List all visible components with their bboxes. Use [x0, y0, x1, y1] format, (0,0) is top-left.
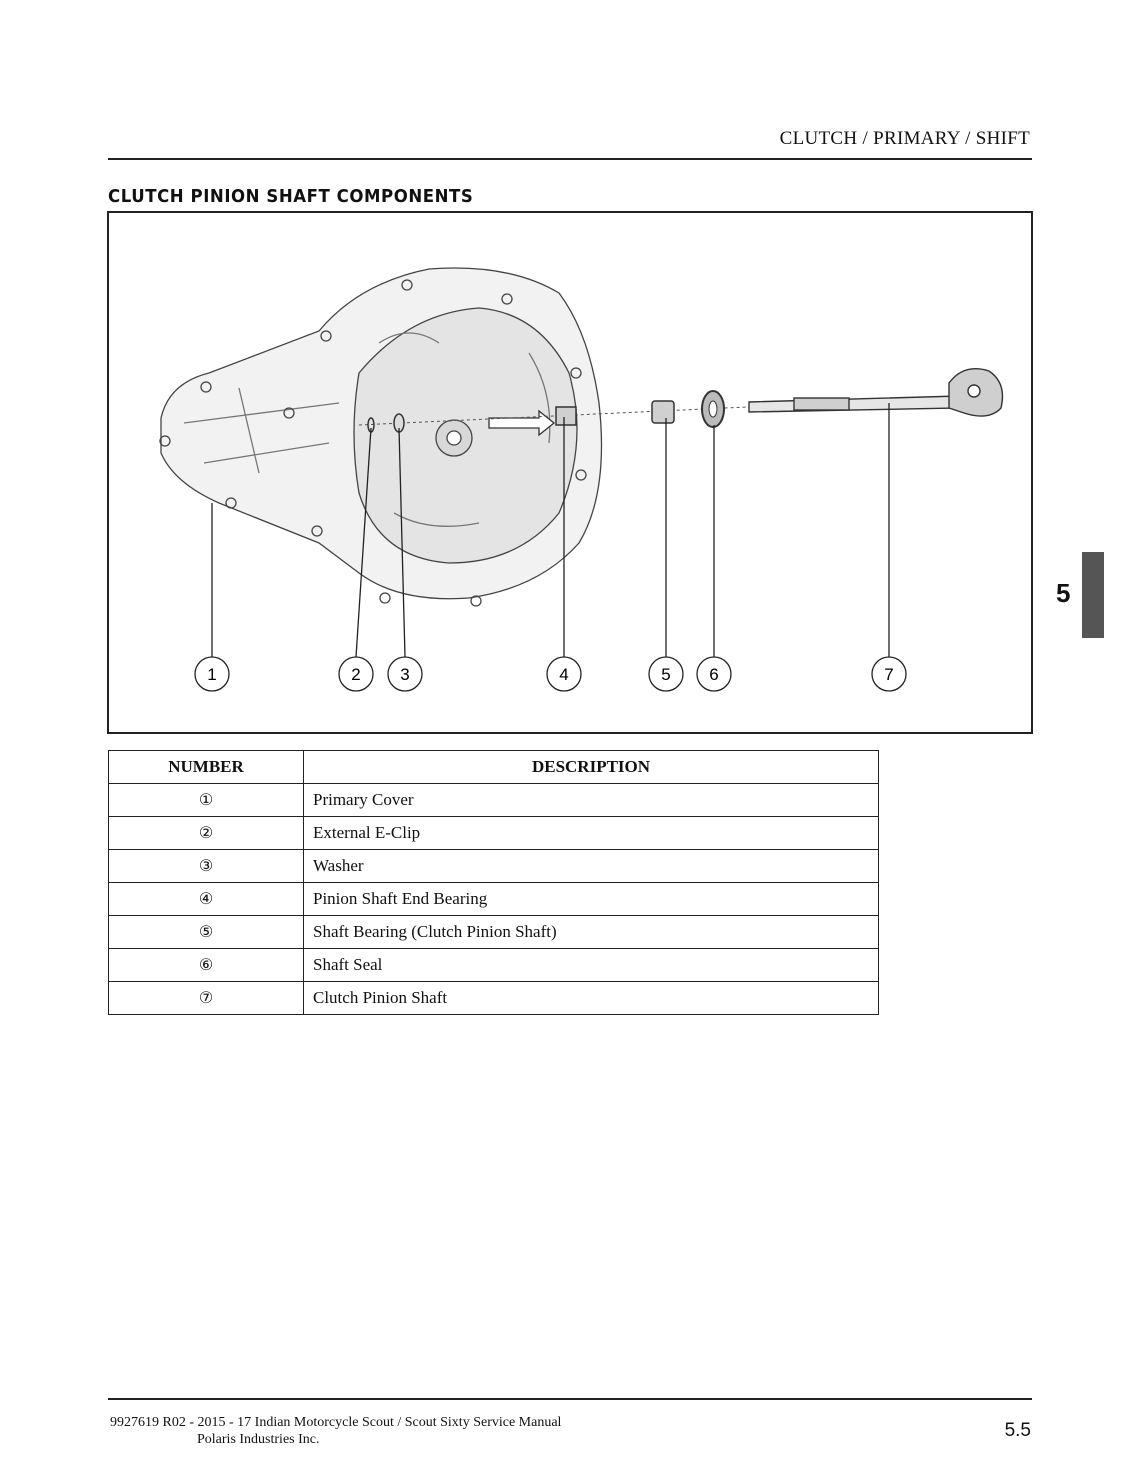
- callout-7: 7: [871, 656, 907, 692]
- callout-6: 6: [696, 656, 732, 692]
- exploded-view-diagram: 1 2 3 4 5 6 7: [159, 267, 1004, 692]
- callout-6-label: 6: [709, 665, 718, 684]
- callout-3: 3: [387, 656, 423, 692]
- figure-frame: 1 2 3 4 5 6 7: [107, 211, 1033, 734]
- header-rule: [108, 158, 1032, 160]
- table-row: ② External E-Clip: [108, 816, 879, 850]
- callout-4-label: 4: [559, 665, 568, 684]
- table-row: ③ Washer: [108, 849, 879, 883]
- row-number: ④: [108, 882, 304, 916]
- page-number: 5.5: [1004, 1420, 1031, 1441]
- table-row: ⑤ Shaft Bearing (Clutch Pinion Shaft): [108, 915, 879, 949]
- callout-4: 4: [546, 656, 582, 692]
- section-header: CLUTCH / PRIMARY / SHIFT: [779, 128, 1030, 149]
- row-description: Pinion Shaft End Bearing: [303, 882, 879, 916]
- row-number: ⑥: [108, 948, 304, 982]
- shaft-bearing-illustration: [651, 400, 675, 424]
- column-header-number: NUMBER: [108, 750, 304, 784]
- callout-3-label: 3: [400, 665, 409, 684]
- table-row: ⑦ Clutch Pinion Shaft: [108, 981, 879, 1015]
- page-title: CLUTCH PINION SHAFT COMPONENTS: [108, 186, 474, 207]
- row-description: External E-Clip: [303, 816, 879, 850]
- table-header-row: NUMBER DESCRIPTION: [108, 750, 879, 784]
- callout-5: 5: [648, 656, 684, 692]
- table-row: ⑥ Shaft Seal: [108, 948, 879, 982]
- end-bearing-illustration: [555, 406, 577, 426]
- table-row: ① Primary Cover: [108, 783, 879, 817]
- row-description: Shaft Seal: [303, 948, 879, 982]
- row-description: Primary Cover: [303, 783, 879, 817]
- footer-publisher: Polaris Industries Inc.: [197, 1432, 320, 1447]
- callout-5-label: 5: [661, 665, 670, 684]
- row-number: ③: [108, 849, 304, 883]
- primary-cover-illustration: [159, 267, 603, 607]
- row-number: ②: [108, 816, 304, 850]
- callout-7-label: 7: [884, 665, 893, 684]
- callout-1: 1: [194, 656, 230, 692]
- callout-2: 2: [338, 656, 374, 692]
- callout-1-label: 1: [207, 665, 216, 684]
- chapter-number: 5: [1056, 578, 1071, 608]
- parts-table: NUMBER DESCRIPTION ① Primary Cover ② Ext…: [108, 750, 879, 1015]
- leader-lines: [211, 403, 890, 658]
- column-header-description: DESCRIPTION: [303, 750, 879, 784]
- pinion-shaft-illustration: [748, 368, 1004, 417]
- row-number: ①: [108, 783, 304, 817]
- row-description: Clutch Pinion Shaft: [303, 981, 879, 1015]
- row-description: Shaft Bearing (Clutch Pinion Shaft): [303, 915, 879, 949]
- row-number: ⑦: [108, 981, 304, 1015]
- row-description: Washer: [303, 849, 879, 883]
- row-number: ⑤: [108, 915, 304, 949]
- chapter-tab: [1082, 552, 1104, 638]
- callout-2-label: 2: [351, 665, 360, 684]
- footer-manual-title: 9927619 R02 - 2015 - 17 Indian Motorcycl…: [110, 1415, 562, 1430]
- footer-rule: [108, 1398, 1032, 1400]
- table-row: ④ Pinion Shaft End Bearing: [108, 882, 879, 916]
